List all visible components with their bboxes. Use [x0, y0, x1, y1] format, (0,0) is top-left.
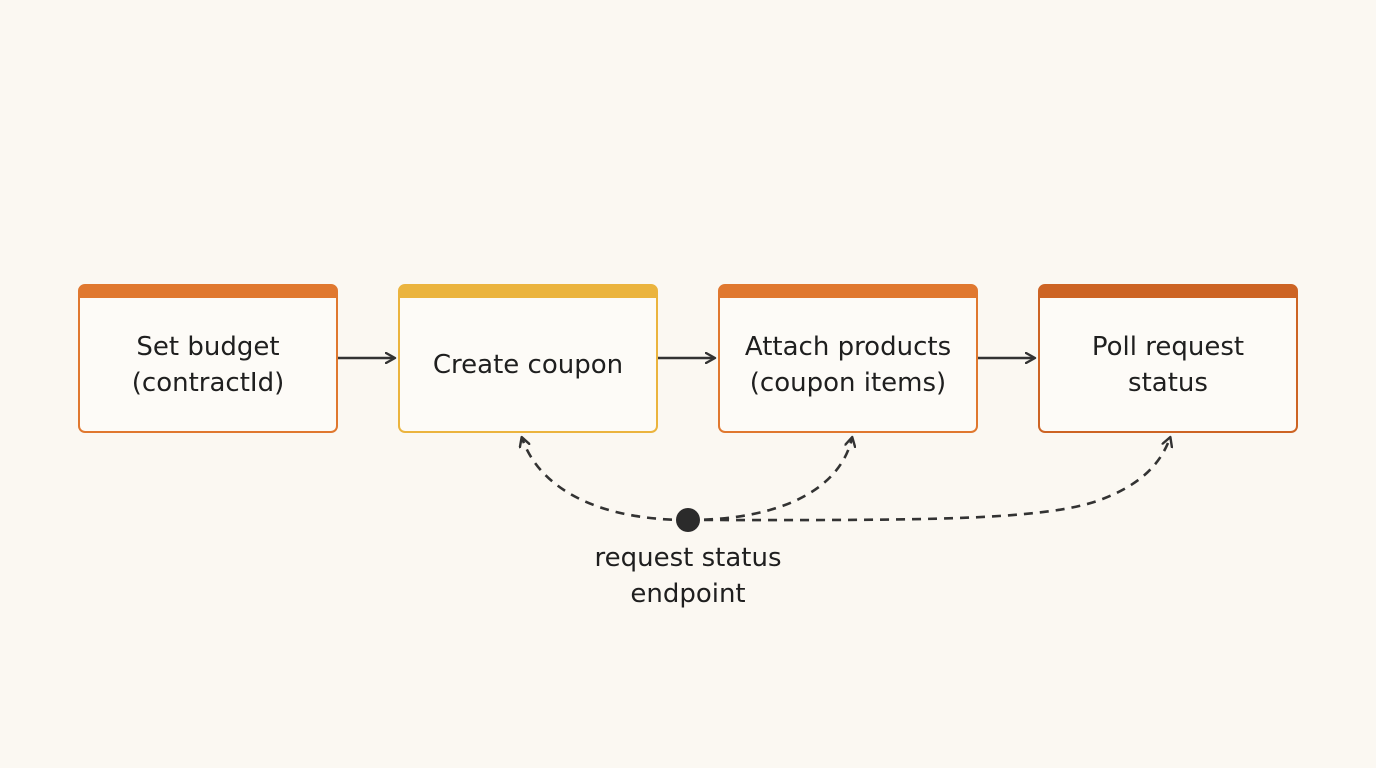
dashed-link-to-create-coupon: [522, 438, 689, 522]
step-attach-products: Attach products (coupon items): [718, 284, 978, 433]
endpoint-dot: [676, 508, 700, 532]
step-poll-request-status: Poll request status: [1038, 284, 1298, 433]
endpoint-label: request status endpoint: [594, 543, 782, 609]
step-set-budget-label: Set budget (contractId): [131, 331, 285, 398]
step-attach-products-label: Attach products (coupon items): [744, 331, 952, 398]
step-set-budget: Set budget (contractId): [78, 284, 338, 433]
step-create-coupon-label: Create coupon: [432, 349, 624, 380]
dashed-link-to-poll-status: [687, 438, 1170, 522]
step-poll-request-status-label: Poll request status: [1091, 331, 1245, 398]
step-create-coupon: Create coupon: [398, 284, 658, 433]
dashed-link-to-attach-products: [687, 438, 852, 522]
